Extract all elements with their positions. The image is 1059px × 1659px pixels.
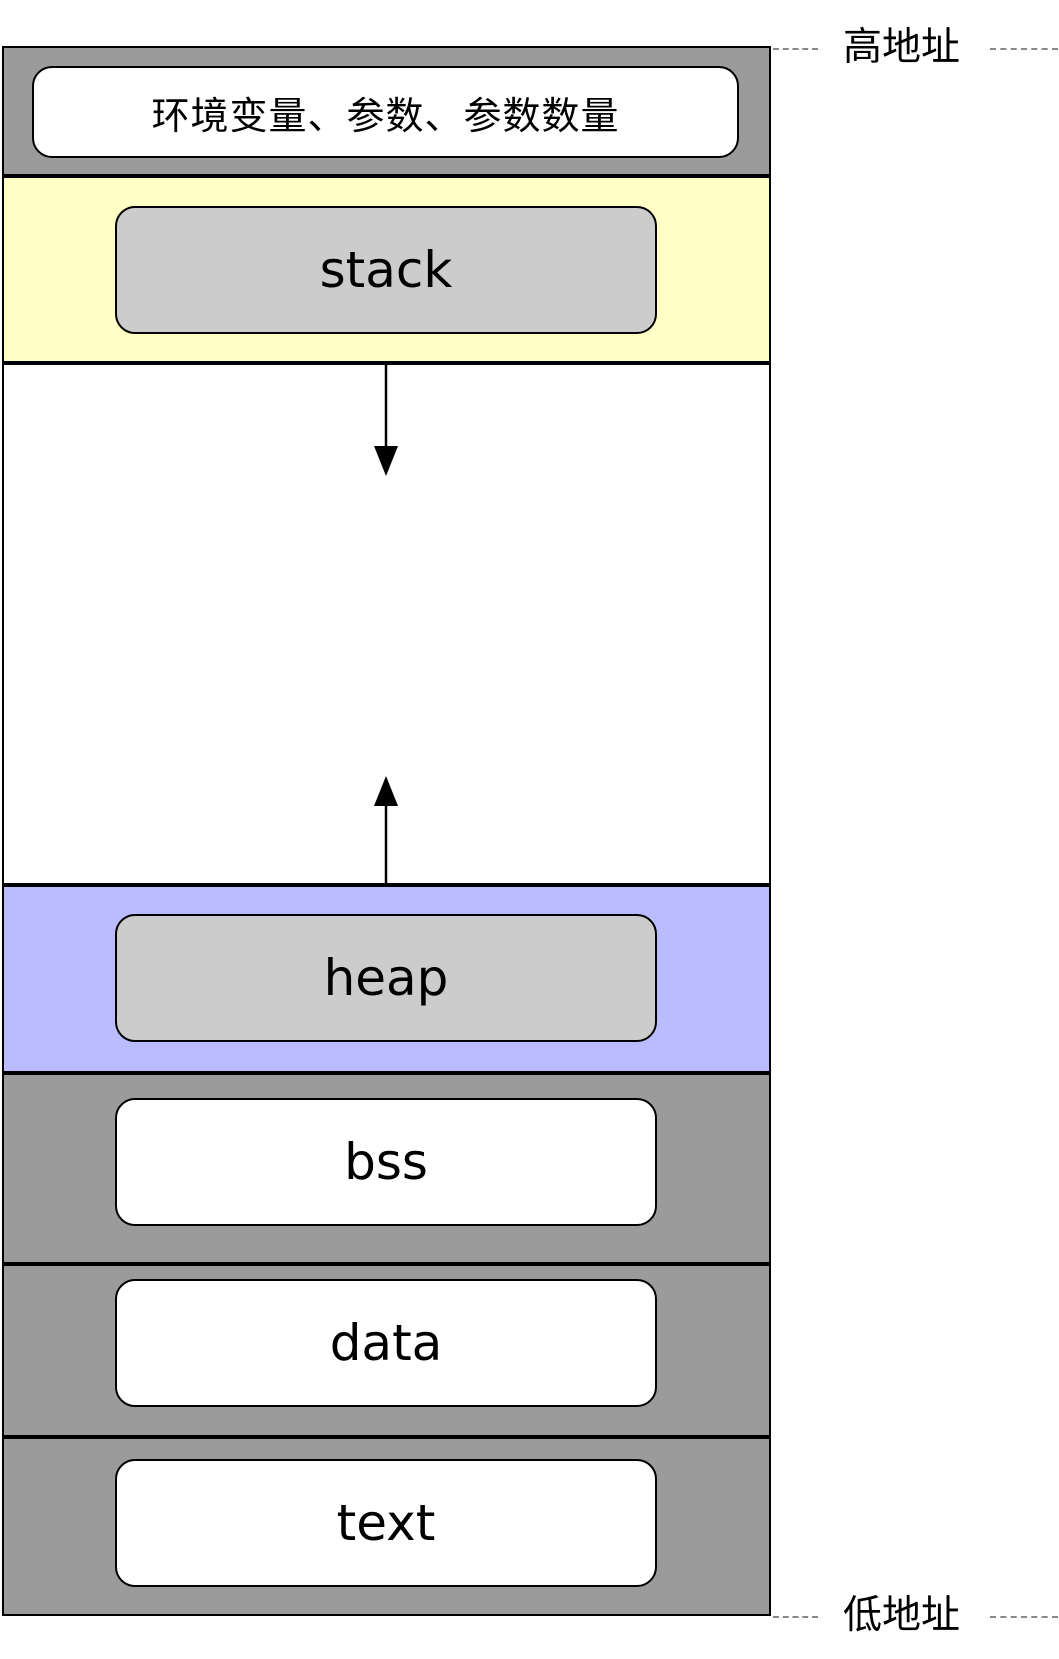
- low-address-dash-left: [773, 1616, 818, 1618]
- bss-box: bss: [115, 1098, 657, 1226]
- env-args-label: 环境变量、参数、参数数量: [151, 93, 620, 138]
- bss-label: bss: [344, 1133, 428, 1191]
- low-address-dash-right: [990, 1616, 1058, 1618]
- text-box: text: [115, 1459, 657, 1587]
- high-address-dash-left: [773, 48, 818, 50]
- data-box: data: [115, 1279, 657, 1407]
- low-address-label: 低地址: [843, 1593, 961, 1638]
- data-label: data: [329, 1314, 443, 1372]
- arrow-up-icon: [374, 776, 398, 885]
- heap-box: heap: [115, 914, 657, 1042]
- text-label: text: [336, 1494, 436, 1552]
- stack-box: stack: [115, 206, 657, 334]
- heap-label: heap: [323, 949, 449, 1007]
- stack-label: stack: [319, 241, 453, 299]
- env-args-box: 环境变量、参数、参数数量: [32, 66, 739, 158]
- high-address-dash-right: [990, 48, 1058, 50]
- arrow-down-icon: [374, 363, 398, 476]
- high-address-label: 高地址: [843, 25, 961, 70]
